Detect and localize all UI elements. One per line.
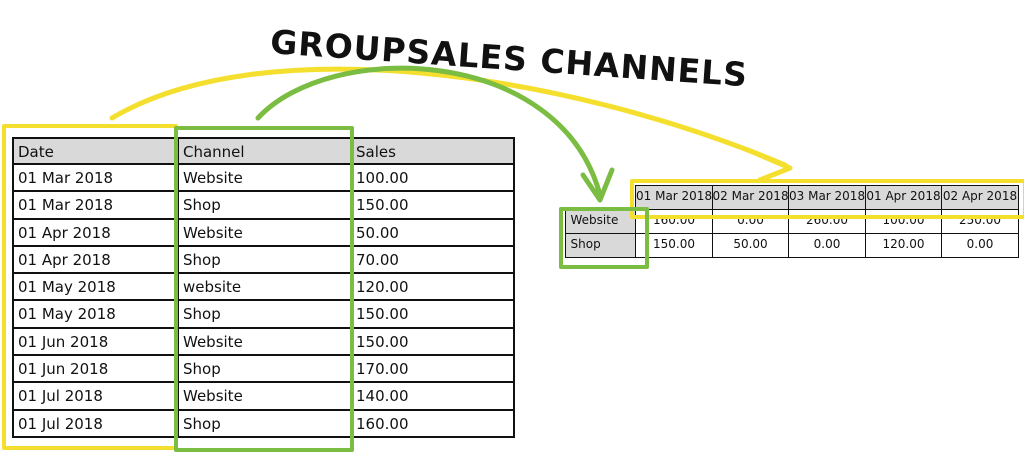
table-cell: 01 Jul 2018 (12, 383, 177, 409)
pivot-rowlabel-highlight (559, 207, 649, 269)
column-header: Sales (350, 139, 515, 163)
table-cell: Shop (177, 192, 350, 218)
table-cell: 160.00 (350, 410, 515, 436)
date-column-highlight (2, 124, 178, 450)
channel-column-highlight (174, 126, 354, 452)
table-cell: Website (177, 219, 350, 245)
table-cell: 150.00 (350, 192, 515, 218)
table-cell: 120.00 (350, 274, 515, 300)
table-cell: website (177, 274, 350, 300)
pivot-row-label: Website (564, 208, 637, 234)
table-cell: 150.00 (350, 301, 515, 327)
table-cell: 01 Jun 2018 (12, 328, 177, 355)
table-cell: Website (177, 328, 350, 355)
table-cell: 01 May 2018 (12, 301, 177, 327)
table-cell: 50.00 (350, 219, 515, 245)
diagram-title: GROUPSALES CHANNELS (269, 22, 750, 95)
table-cell: Shop (177, 356, 350, 382)
pivot-cell: 0.00 (941, 232, 1019, 258)
column-header: Channel (177, 139, 350, 163)
table-cell: 01 Apr 2018 (12, 219, 177, 245)
yellow-arrowhead-icon (745, 147, 793, 183)
table-cell: 01 Mar 2018 (12, 192, 177, 218)
table-cell: 01 Mar 2018 (12, 165, 177, 191)
column-header: Date (12, 139, 177, 163)
pivot-column-header: 03 Mar 2018 (788, 184, 866, 210)
pivot-row-label: Shop (564, 232, 637, 258)
table-cell: 100.00 (350, 165, 515, 191)
table-cell: 70.00 (350, 246, 515, 273)
pivot-column-header: 01 Apr 2018 (864, 184, 943, 210)
table-cell: 170.00 (350, 356, 515, 382)
table-cell: Shop (177, 246, 350, 273)
table-cell: 01 May 2018 (12, 274, 177, 300)
table-cell: 150.00 (350, 328, 515, 355)
table-cell: 01 Jul 2018 (12, 410, 177, 436)
pivot-cell: 0.00 (788, 232, 866, 258)
table-cell: 01 Jun 2018 (12, 356, 177, 382)
table-cell: 140.00 (350, 383, 515, 409)
table-cell: 01 Apr 2018 (12, 246, 177, 273)
pivot-cell: 120.00 (864, 232, 943, 258)
table-cell: Shop (177, 410, 350, 436)
pivot-cell: 50.00 (711, 232, 790, 258)
table-cell: Shop (177, 301, 350, 327)
table-cell: Website (177, 165, 350, 191)
table-cell: Website (177, 383, 350, 409)
pivot-header-highlight (630, 179, 1024, 219)
